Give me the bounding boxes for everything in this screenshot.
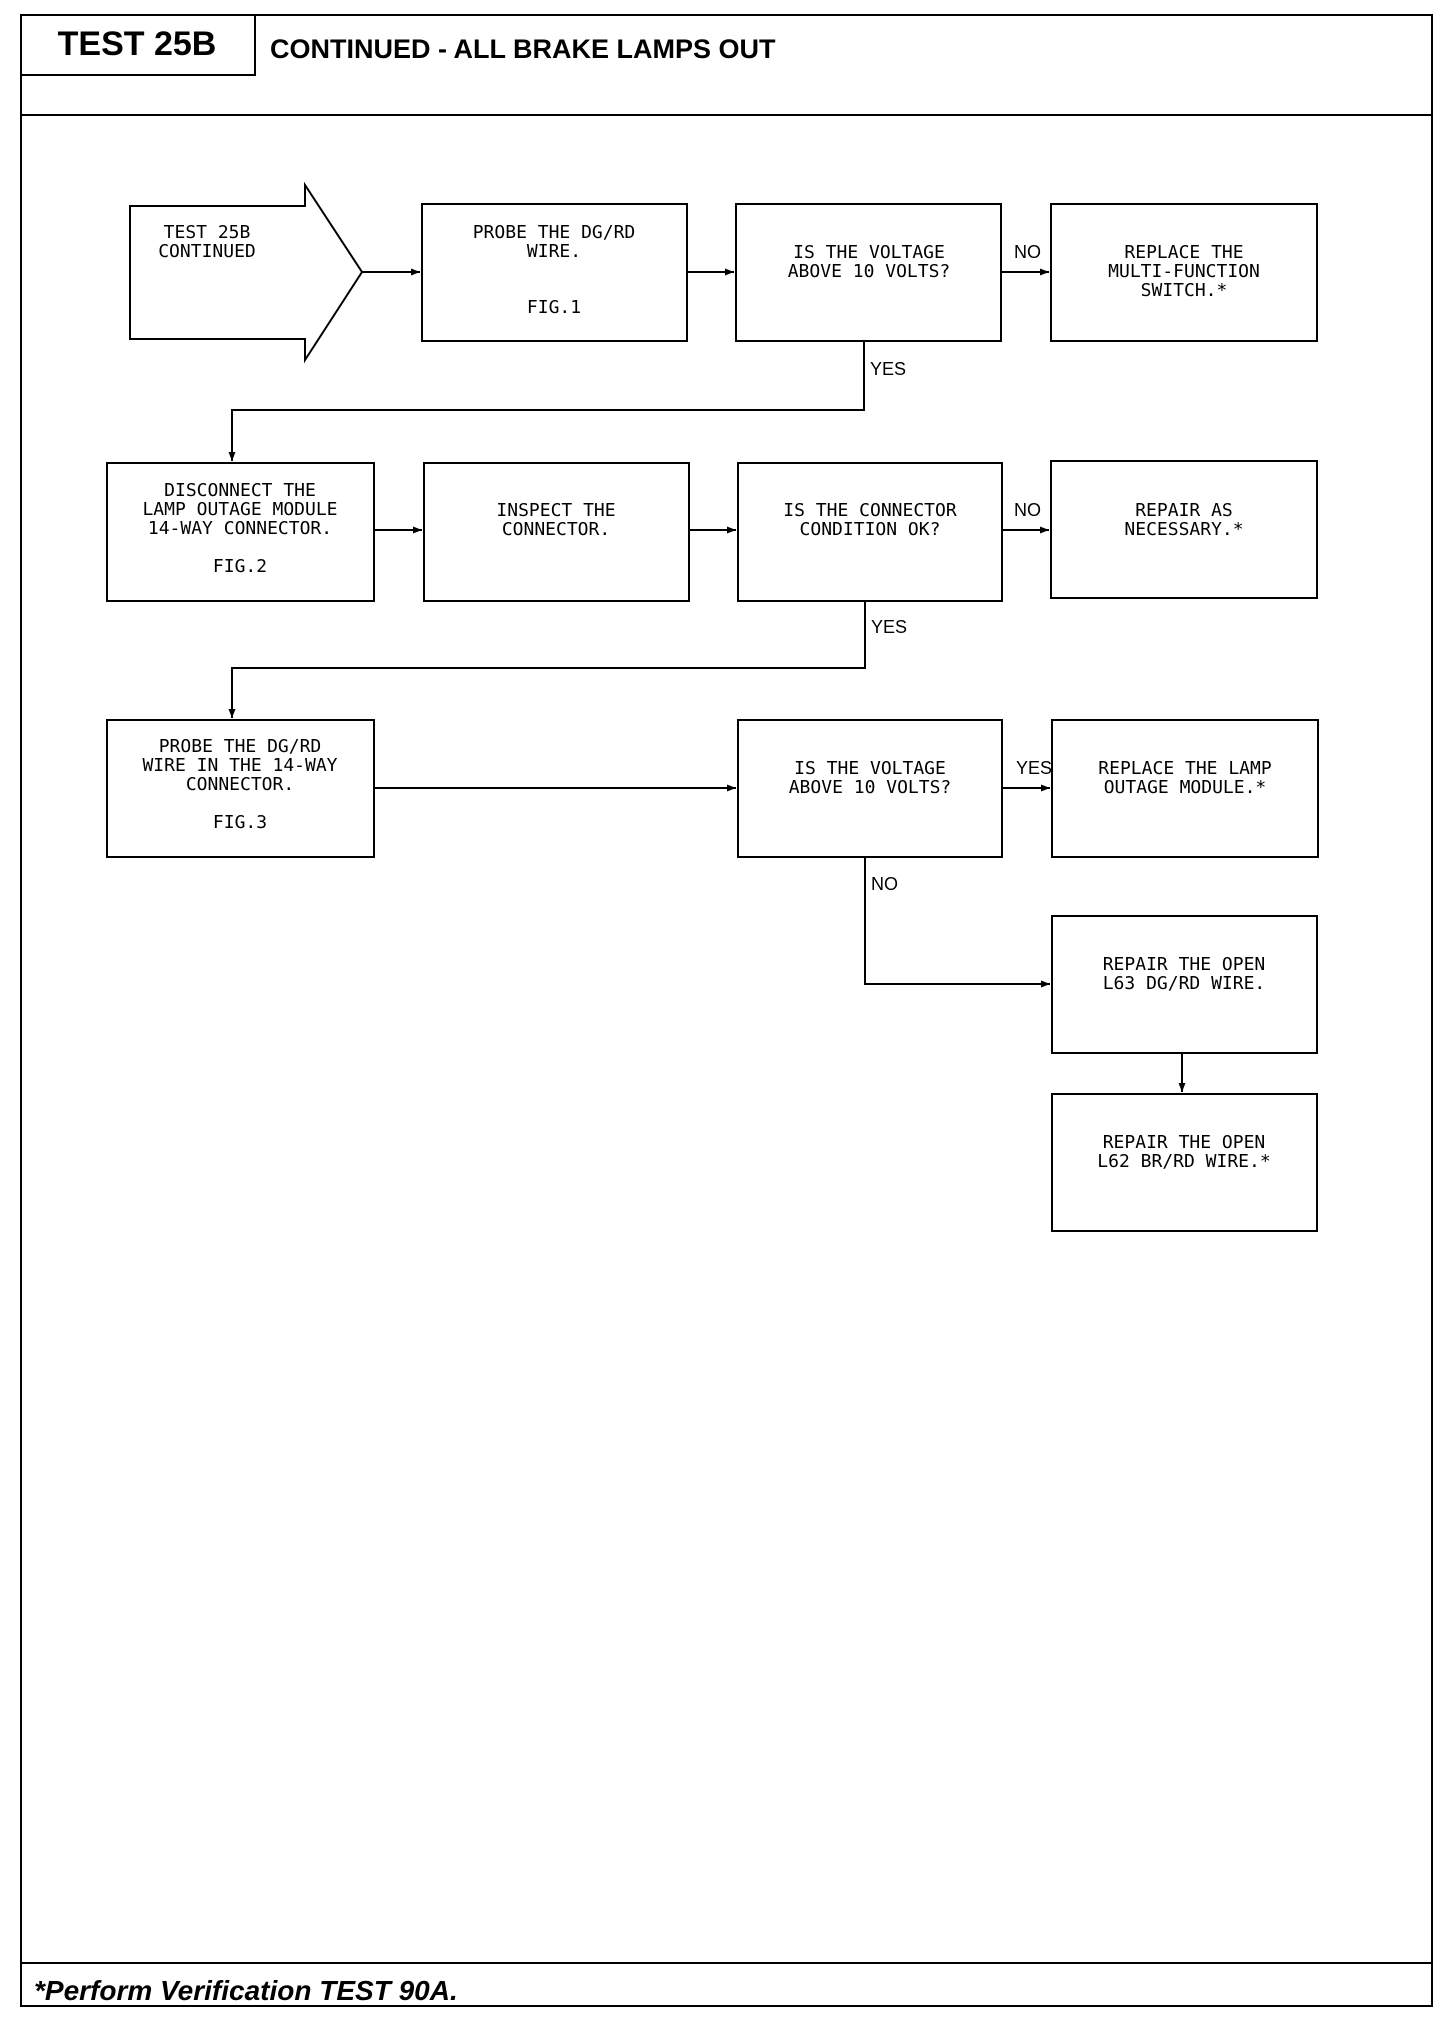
node-line: LAMP OUTAGE MODULE — [142, 499, 337, 520]
node-line: REPAIR THE OPEN — [1103, 1132, 1266, 1153]
node-line: REPAIR AS — [1135, 500, 1233, 521]
edge-check2-no — [864, 857, 1050, 988]
edge-label-no: NO — [1014, 242, 1041, 262]
header-divider — [20, 114, 1433, 116]
edge-label-yes: YES — [1016, 758, 1052, 778]
node-line: REPAIR THE OPEN — [1103, 954, 1266, 975]
node-line: ABOVE 10 VOLTS? — [788, 261, 951, 282]
start-line-2: CONTINUED — [158, 241, 256, 262]
node-line: PROBE THE DG/RD — [159, 736, 322, 757]
edge-label-yes: YES — [871, 617, 907, 637]
node-line: NECESSARY.* — [1124, 519, 1243, 540]
footer-divider — [20, 1962, 1433, 1964]
node-line: MULTI-FUNCTION — [1108, 261, 1260, 282]
edge-label-yes: YES — [870, 359, 906, 379]
node-line: CONDITION OK? — [800, 519, 941, 540]
node-line: IS THE VOLTAGE — [793, 242, 945, 263]
node-line: L62 BR/RD WIRE.* — [1097, 1151, 1270, 1172]
node-line: CONNECTOR. — [186, 774, 294, 795]
edge-connector-yes — [228, 601, 866, 718]
node-line: IS THE CONNECTOR — [783, 500, 957, 521]
edge-label-no: NO — [1014, 500, 1041, 520]
page-frame — [20, 14, 1433, 2007]
edge-check1-yes — [228, 341, 865, 461]
node-line: INSPECT THE — [496, 500, 615, 521]
node-line: SWITCH.* — [1141, 280, 1228, 301]
node-line: WIRE IN THE 14-WAY — [142, 755, 337, 776]
node-line: REPLACE THE LAMP — [1098, 758, 1272, 779]
footer-note: *Perform Verification TEST 90A. — [34, 1975, 458, 2006]
node-line: DISCONNECT THE — [164, 480, 316, 501]
node-line: REPLACE THE — [1124, 242, 1243, 263]
node-line: L63 DG/RD WIRE. — [1103, 973, 1266, 994]
node-line: OUTAGE MODULE.* — [1104, 777, 1267, 798]
fig-reference: FIG.1 — [527, 297, 581, 318]
node-line: IS THE VOLTAGE — [794, 758, 946, 779]
node-line: CONNECTOR. — [502, 519, 610, 540]
start-line-1: TEST 25B — [164, 222, 251, 243]
test-id: TEST 25B — [20, 14, 256, 76]
node-line: ABOVE 10 VOLTS? — [789, 777, 952, 798]
node-line: WIRE. — [527, 241, 581, 262]
node-line: 14-WAY CONNECTOR. — [148, 518, 332, 539]
fig-reference: FIG.3 — [213, 812, 267, 833]
fig-reference: FIG.2 — [213, 556, 267, 577]
node-line: PROBE THE DG/RD — [473, 222, 636, 243]
page-title: CONTINUED - ALL BRAKE LAMPS OUT — [270, 34, 776, 64]
edge-label-no: NO — [871, 874, 898, 894]
